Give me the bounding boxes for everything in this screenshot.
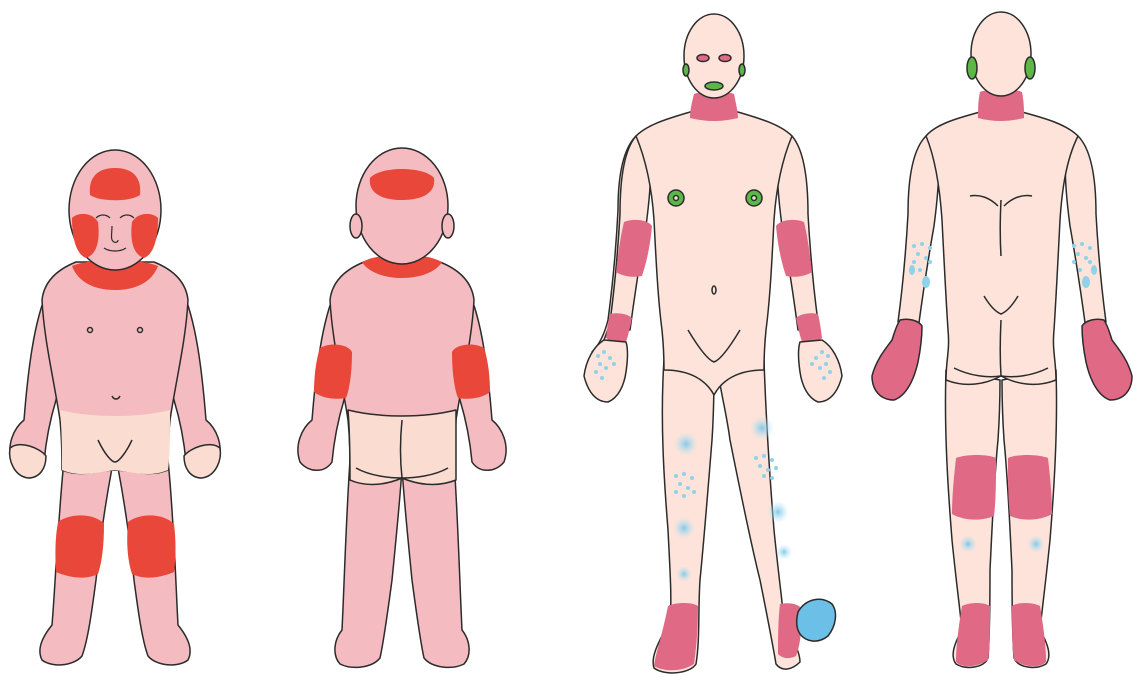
- infant-back-head: [356, 148, 448, 264]
- adult-back-left-knee-lesion: [952, 455, 996, 520]
- adult-back-right-knee-lesion: [1008, 455, 1052, 520]
- infant-back-right-elbow-lesion: [452, 345, 490, 399]
- infant-front-diaper-zone: [60, 410, 170, 474]
- adult-back-right-arm: [1065, 136, 1106, 330]
- infant-back-scalp-lesion: [370, 169, 434, 200]
- adult-front-right-eye: [719, 55, 731, 62]
- adult-back-left-ankle-lesion: [956, 603, 990, 666]
- infant-front-figure: [10, 150, 221, 665]
- adult-back-left-arm: [898, 136, 939, 330]
- adult-front-left-hand: [584, 340, 628, 402]
- adult-front-torso: [636, 112, 792, 395]
- infant-front-right-knee-lesion: [127, 515, 175, 577]
- adult-front-left-ankle-lesion: [654, 603, 698, 670]
- adult-front-right-ear-mark: [739, 64, 745, 76]
- infant-back-left-leg: [335, 460, 402, 667]
- adult-back-head: [971, 12, 1031, 96]
- adult-back-calf-blue-spots: [959, 535, 1045, 553]
- adult-front-left-ear-mark: [683, 64, 689, 76]
- adult-front-left-eye: [697, 55, 709, 62]
- adult-back-figure: [872, 12, 1132, 667]
- adult-front-figure: [584, 14, 842, 673]
- adult-back-torso: [926, 112, 1078, 384]
- adult-back-left-hand-lesion: [872, 319, 922, 400]
- infant-back-left-elbow-lesion: [314, 345, 352, 399]
- adult-back-right-ankle-lesion: [1012, 603, 1046, 666]
- adult-front-left-wrist-lesion: [606, 313, 632, 343]
- adult-back-right-ear-mark: [1025, 57, 1035, 79]
- infant-back-ears: [350, 214, 362, 238]
- adult-front-mouth: [705, 82, 723, 90]
- adult-front-right-hand: [799, 340, 843, 402]
- adult-front-blue-sole: [797, 599, 836, 641]
- infant-front-left-knee-lesion: [55, 515, 104, 577]
- infant-back-right-leg: [402, 460, 469, 667]
- adult-back-right-hand-lesion: [1082, 319, 1132, 400]
- infant-back-figure: [298, 148, 506, 667]
- adult-back-left-ear-mark: [967, 57, 977, 79]
- adult-front-right-wrist-lesion: [796, 313, 822, 343]
